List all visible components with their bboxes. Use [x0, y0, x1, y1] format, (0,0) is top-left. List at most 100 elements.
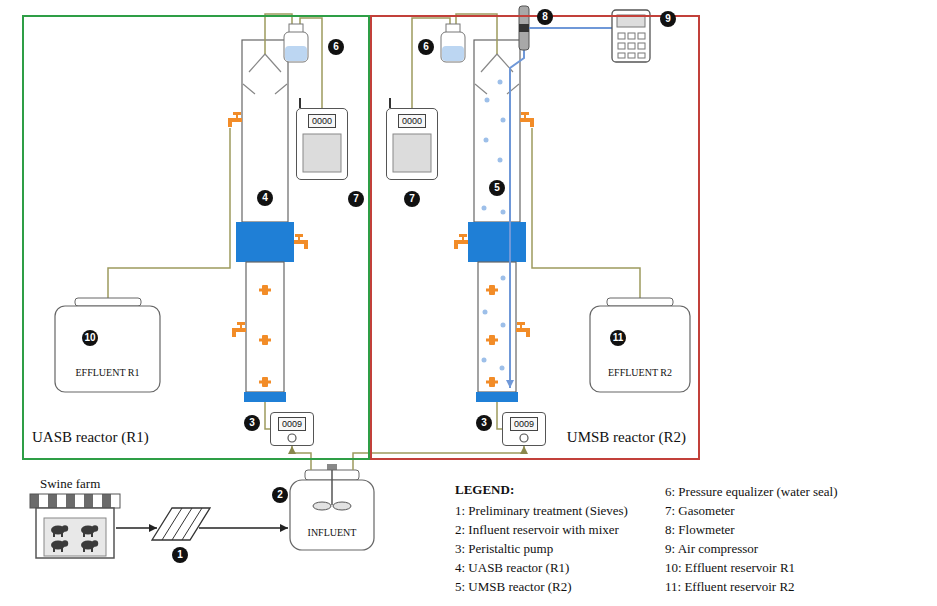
reservoir-label: EFFLUENT R2 [608, 367, 672, 378]
callout-holder: 10 [82, 327, 98, 346]
reactor-lower-column [246, 262, 284, 392]
callout-number: 6 [328, 39, 344, 55]
awning-stripe [39, 494, 48, 508]
reservoir-lid [607, 298, 673, 306]
flow-arrow [116, 527, 157, 528]
awning-stripe [66, 494, 75, 508]
callout-number: 4 [257, 190, 273, 206]
flow-arrow [199, 527, 288, 528]
seal-water [442, 46, 464, 61]
flowmeter [519, 6, 529, 50]
callout-number: 3 [244, 415, 260, 431]
button [638, 53, 645, 58]
button [638, 43, 645, 49]
bubble [483, 310, 488, 315]
sampling-tap [520, 112, 534, 127]
legend-entry: 1: Preliminary treatment (Sieves) [455, 501, 628, 519]
callout-holder: 5 [489, 177, 505, 196]
deflector [475, 84, 519, 94]
antenna [299, 98, 301, 108]
effluent-line [108, 128, 230, 298]
awning-stripe [57, 494, 66, 508]
reservoir-lid [75, 298, 141, 306]
gasometer: 0000 [296, 108, 348, 180]
legend-text: 1: Preliminary treatment (Sieves) [455, 503, 628, 518]
sampling-tap [516, 322, 530, 337]
button [628, 43, 635, 49]
feed-connector [353, 446, 524, 470]
reactor-column [474, 40, 520, 222]
callout-holder: 11 [610, 327, 626, 346]
legend-entry: 9: Air compressor [665, 539, 758, 557]
legend-text: 5: UMSB reactor (R2) [455, 579, 572, 594]
bubble [501, 118, 506, 123]
influent-reservoir: INFLUENT [290, 470, 374, 550]
bubble [498, 80, 503, 85]
effluent-line [532, 128, 640, 298]
reactor-base [476, 392, 518, 402]
legend-entry: 10: Effluent reservoir R1 [665, 558, 795, 576]
legend-text: 9: Air compressor [665, 541, 758, 556]
legend-entry: 8: Flowmeter [665, 520, 735, 538]
region-title: UASB reactor (R1) [32, 429, 149, 446]
callout-holder: 3 [476, 412, 492, 431]
farm-building [36, 508, 114, 558]
legend-text: 7: Gasometer [665, 503, 735, 518]
pump-rotor [288, 434, 296, 442]
reactor-region: UASB reactor (R1)0000EFFLUENT R10009 [22, 15, 370, 460]
feed-connector [292, 446, 311, 470]
bubble [482, 358, 487, 363]
antenna [389, 98, 391, 108]
legend-entry: 11: Effluent reservoir R2 [665, 577, 795, 595]
sludge-valve [259, 285, 271, 295]
callout-holder: 8 [537, 6, 553, 25]
sludge-valve [259, 377, 271, 387]
pig [51, 525, 68, 537]
reservoir-label: INFLUENT [308, 527, 357, 538]
button [618, 33, 625, 39]
effluent-reservoir: EFFLUENT R2 [590, 298, 690, 392]
sampling-tap [232, 322, 246, 337]
legend-text: 6: Pressure equalizer (water seal) [665, 484, 838, 499]
peristaltic-pump: 0009 [502, 412, 546, 446]
awning-stripe [30, 494, 39, 508]
callout-number: 2 [272, 487, 288, 503]
reservoir-label: EFFLUENT R1 [76, 367, 140, 378]
legend-text: 3: Peristaltic pump [455, 541, 553, 556]
sludge-valve [259, 335, 271, 345]
legend-text: 11: Effluent reservoir R2 [665, 579, 795, 594]
callout-number: 10 [82, 330, 98, 346]
callout-holder: 3 [244, 412, 260, 431]
legend-heading: LEGEND: [455, 482, 514, 498]
bubble [500, 366, 505, 371]
reactor-base [244, 392, 286, 402]
sludge-valve [486, 335, 498, 345]
air-bubbles [482, 80, 506, 371]
mixer-paddle [333, 502, 351, 510]
callout-number: 8 [537, 9, 553, 25]
callout-holder: 4 [257, 187, 273, 206]
callout-number: 5 [489, 180, 505, 196]
display-reading: 0000 [308, 114, 336, 128]
water-seal-bottle [441, 32, 465, 62]
awning-stripe [102, 494, 111, 508]
callout-number: 9 [660, 11, 676, 27]
callout-holder: 7 [348, 188, 364, 207]
bubble [501, 210, 506, 215]
sieve-hatch [162, 508, 202, 540]
legend-entry: 2: Influent reservoir with mixer [455, 520, 619, 538]
gasometer: 0000 [386, 108, 438, 180]
legend-entry: 6: Pressure equalizer (water seal) [665, 482, 838, 500]
button [628, 53, 635, 58]
sampling-tap [454, 234, 468, 249]
mixer-paddle [313, 502, 331, 510]
legend-text: 4: UASB reactor (R1) [455, 560, 569, 575]
reactor-collar [468, 222, 526, 262]
label-holder: LEGEND: [455, 482, 514, 498]
gas-line [412, 18, 450, 108]
mixer-shaft [331, 470, 333, 505]
label-holder: Swine farm [40, 476, 100, 492]
legend-entry: 3: Peristaltic pump [455, 539, 553, 557]
deflector [243, 84, 287, 94]
seal-water [285, 46, 307, 61]
